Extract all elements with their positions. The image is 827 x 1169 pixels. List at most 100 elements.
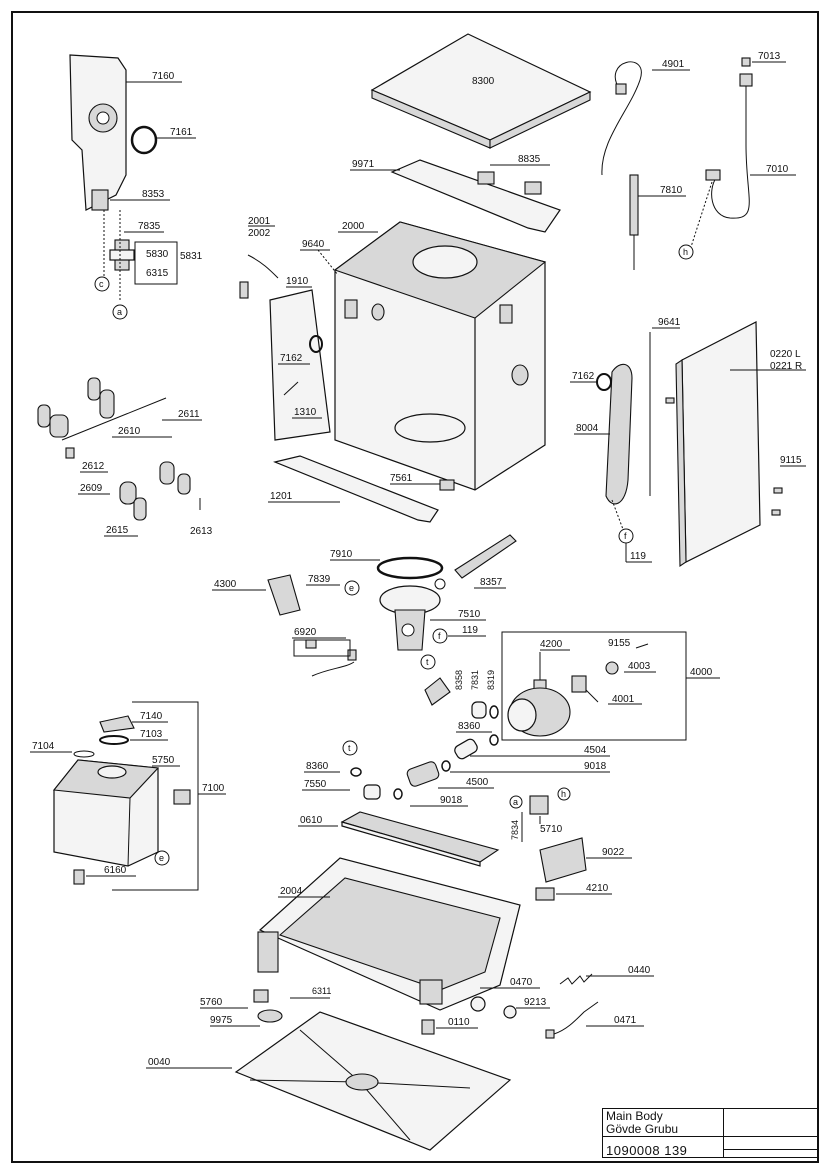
callout-f-sump xyxy=(432,628,448,644)
label-7162-b: 7162 xyxy=(572,371,595,382)
label-2004: 2004 xyxy=(280,886,303,897)
svg-text:a: a xyxy=(117,307,122,317)
label-6315: 6315 xyxy=(146,268,169,279)
label-7013: 7013 xyxy=(758,51,781,62)
label-4300: 4300 xyxy=(214,579,237,590)
label-4500: 4500 xyxy=(466,777,489,788)
part-0471-cable xyxy=(545,1001,599,1039)
label-6160: 6160 xyxy=(104,865,127,876)
part-7104-seal xyxy=(73,750,95,758)
part-7103-seal xyxy=(99,735,129,745)
label-0470: 0470 xyxy=(510,977,533,988)
label-6311: 6311 xyxy=(312,986,331,996)
label-4001: 4001 xyxy=(612,694,635,705)
label-2002: 2002 xyxy=(248,228,271,239)
part-8357-hose xyxy=(434,534,517,590)
part-4901-cable xyxy=(601,61,642,176)
part-4003-washer xyxy=(605,661,619,675)
label-7010: 7010 xyxy=(766,164,789,175)
label-8353: 8353 xyxy=(142,189,165,200)
label-9971: 9971 xyxy=(352,159,375,170)
part-4001-motor-part xyxy=(571,675,587,693)
part-9115-screws xyxy=(665,397,783,516)
part-1310-pin xyxy=(283,381,299,396)
label-119-door: 119 xyxy=(630,551,646,562)
label-6920: 6920 xyxy=(294,627,317,638)
label-2612: 2612 xyxy=(82,461,105,472)
part-9213-washer xyxy=(503,1005,517,1019)
label-7160: 7160 xyxy=(152,71,175,82)
svg-text:e: e xyxy=(159,853,164,863)
part-7140-cap xyxy=(99,715,135,733)
label-4000: 4000 xyxy=(690,667,713,678)
part-9022-pcb xyxy=(539,837,587,883)
label-9115: 9115 xyxy=(780,455,802,466)
label-7835: 7835 xyxy=(138,221,161,232)
part-7510-sump xyxy=(379,585,441,651)
label-8358: 8358 xyxy=(454,670,464,690)
svg-text:t: t xyxy=(426,657,429,667)
label-7831: 7831 xyxy=(470,670,480,690)
svg-text:f: f xyxy=(624,531,627,541)
svg-text:e: e xyxy=(349,583,354,593)
svg-text:h: h xyxy=(683,247,688,257)
label-4504: 4504 xyxy=(584,745,607,756)
part-4504-pump xyxy=(507,687,571,737)
part-9975-float xyxy=(257,1009,283,1023)
part-1201-plinth xyxy=(273,455,439,523)
part-7561-clip xyxy=(439,479,455,491)
part-1910-side-seal xyxy=(269,289,331,441)
label-7510: 7510 xyxy=(458,609,481,620)
label-1310: 1310 xyxy=(294,407,317,418)
part-0110-foot xyxy=(421,1019,435,1035)
label-9022: 9022 xyxy=(602,847,625,858)
label-4003: 4003 xyxy=(628,661,651,672)
label-119-sump: 119 xyxy=(462,625,478,636)
callout-e-sump xyxy=(344,580,360,596)
callout-a-relay xyxy=(509,795,523,809)
label-7140: 7140 xyxy=(140,711,163,722)
part-7910-sump-gasket xyxy=(376,556,444,580)
part-6920-sensor xyxy=(305,639,357,677)
part-4300-pump-unit xyxy=(267,574,301,616)
part-8004-door-spring xyxy=(605,363,633,505)
label-2001: 2001 xyxy=(248,216,271,227)
title-block-divider xyxy=(603,1136,817,1137)
label-4901: 4901 xyxy=(662,59,685,70)
label-5830: 5830 xyxy=(146,249,169,260)
drawing-subtitle: Gövde Grubu xyxy=(606,1122,679,1136)
label-4210: 4210 xyxy=(586,883,609,894)
part-2609-clip xyxy=(119,461,191,521)
part-7162-bushing-b xyxy=(596,373,612,391)
label-7561: 7561 xyxy=(390,473,413,484)
part-2001-hinge xyxy=(239,281,249,299)
group-7100-bracket xyxy=(112,701,199,891)
label-7104: 7104 xyxy=(32,741,55,752)
label-9018-b: 9018 xyxy=(440,795,463,806)
part-2000-tub xyxy=(333,221,547,491)
label-7839: 7839 xyxy=(308,574,331,585)
label-9641: 9641 xyxy=(658,317,681,328)
part-0220-side-panel xyxy=(675,321,761,568)
svg-text:f: f xyxy=(438,631,441,641)
label-5710: 5710 xyxy=(540,824,563,835)
callout-e-softener xyxy=(154,850,170,866)
part-8360-clamp-a xyxy=(489,734,499,746)
part-5750-sensor xyxy=(173,789,191,805)
label-2610: 2610 xyxy=(118,426,141,437)
part-7160-softener-plate xyxy=(69,54,127,211)
part-4210-connector xyxy=(535,887,555,901)
label-7834: 7834 xyxy=(510,820,520,840)
label-7103: 7103 xyxy=(140,729,163,740)
part-7013-plug xyxy=(739,57,753,87)
part-9018-clamp-b xyxy=(393,788,403,800)
part-4200-heater-pin xyxy=(533,652,547,691)
label-7162-a: 7162 xyxy=(280,353,303,364)
label-0471: 0471 xyxy=(614,1015,637,1026)
label-0040: 0040 xyxy=(148,1057,171,1068)
part-9018-clamp-a xyxy=(441,760,451,772)
label-7550: 7550 xyxy=(304,779,327,790)
label-7161: 7161 xyxy=(170,127,193,138)
label-9213: 9213 xyxy=(524,997,547,1008)
